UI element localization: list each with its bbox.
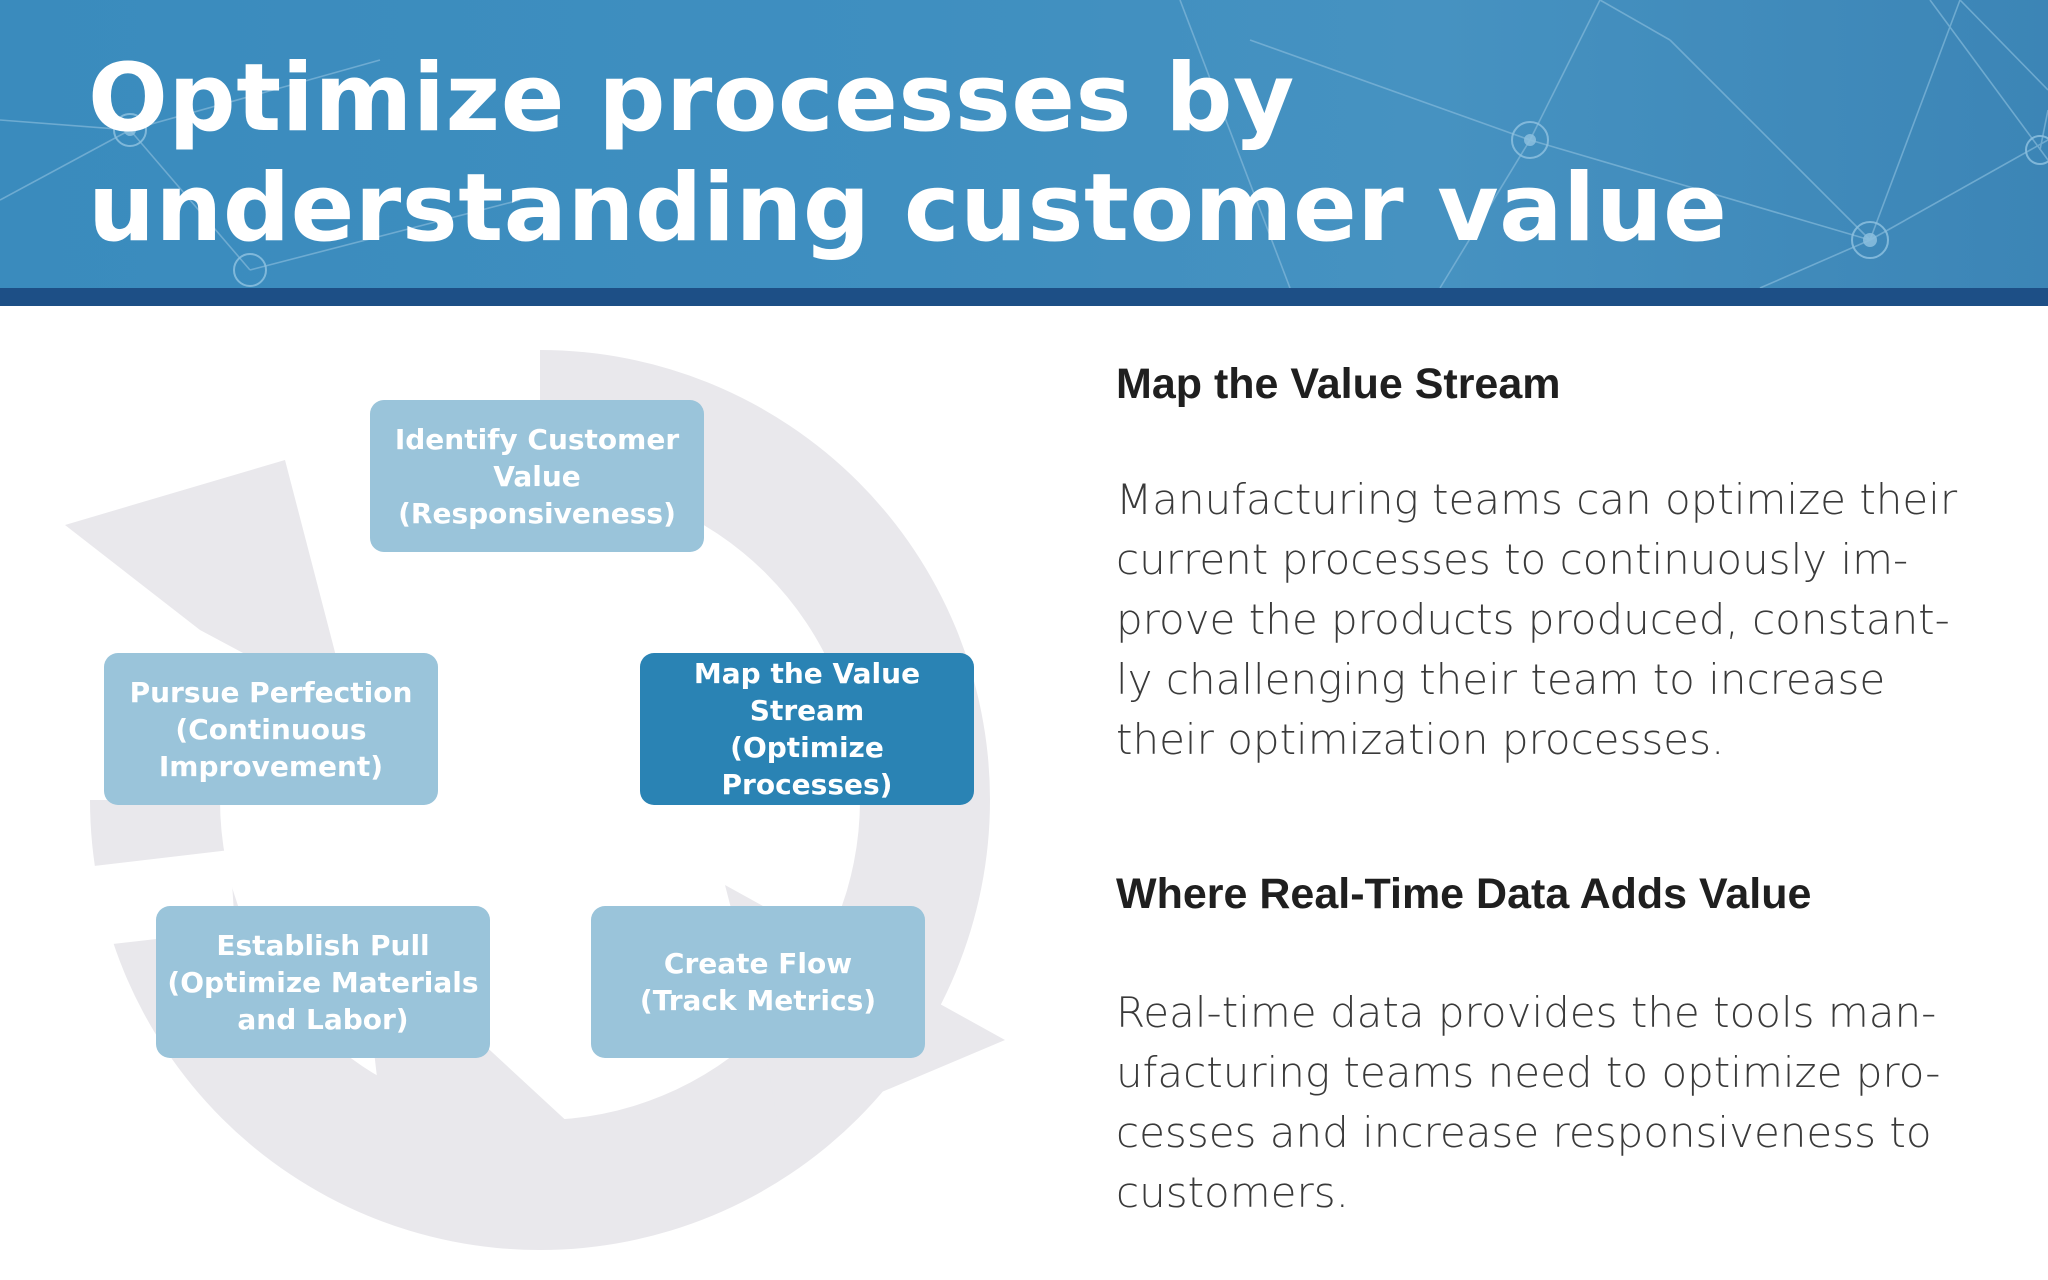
step-label-line: Identify Customer: [394, 422, 680, 456]
section-heading-real-time-data: Where Real-Time Data Adds Value: [1116, 870, 1812, 918]
section-heading-value-stream: Map the Value Stream: [1116, 360, 1561, 408]
header-divider-band: [0, 288, 2048, 306]
body-line: Manufacturing teams can optimize their: [1116, 475, 1958, 524]
step-label-line: Pursue Perfection: [129, 675, 413, 709]
step-label-line: (Continuous: [175, 712, 367, 746]
body-line: prove the products produced, constant-: [1116, 595, 1950, 644]
body-line: current processes to continuously im-: [1116, 535, 1909, 584]
step-map-value-stream: Map the Value Stream (Optimize Processes…: [640, 653, 974, 805]
step-label-line: Establish Pull: [216, 928, 430, 962]
step-label-line: Create Flow: [663, 947, 853, 980]
step-establish-pull: Establish Pull (Optimize Materials and L…: [156, 906, 490, 1058]
body-line: customers.: [1116, 1168, 1350, 1217]
body-line: their optimization processes.: [1116, 715, 1725, 764]
header-banner: Optimize processes by understanding cust…: [0, 0, 2048, 288]
section-body-value-stream: Manufacturing teams can optimize their c…: [1116, 470, 1958, 770]
step-label-line: Map the Value: [693, 657, 921, 690]
title-line-1: Optimize processes by: [88, 44, 1295, 153]
step-label-line: Value: [493, 459, 581, 493]
body-line: cesses and increase responsiveness to: [1116, 1108, 1932, 1157]
step-create-flow: Create Flow (Track Metrics): [591, 906, 925, 1058]
step-label-line: Improvement): [158, 749, 384, 783]
section-body-real-time-data: Real-time data provides the tools man- u…: [1116, 983, 1946, 1223]
step-pursue-perfection: Pursue Perfection (Continuous Improvemen…: [104, 653, 438, 805]
step-label-line: Stream: [749, 694, 865, 727]
body-line: ly challenging their team to increase: [1116, 655, 1886, 704]
step-label-line: (Optimize Processes): [721, 731, 893, 801]
step-label-line: (Optimize Materials: [167, 965, 479, 999]
step-label-line: and Labor): [237, 1002, 409, 1036]
network-pattern-graphic: [0, 0, 2048, 288]
body-line: Real-time data provides the tools man-: [1116, 988, 1937, 1037]
body-line: ufacturing teams need to optimize pro-: [1116, 1048, 1941, 1097]
title-line-2: understanding customer value: [88, 154, 1728, 263]
step-identify-customer-value: Identify Customer Value (Responsiveness): [370, 400, 704, 552]
page-title: Optimize processes by understanding cust…: [88, 44, 1727, 264]
step-label-line: (Track Metrics): [639, 984, 877, 1017]
step-label-line: (Responsiveness): [398, 496, 676, 530]
